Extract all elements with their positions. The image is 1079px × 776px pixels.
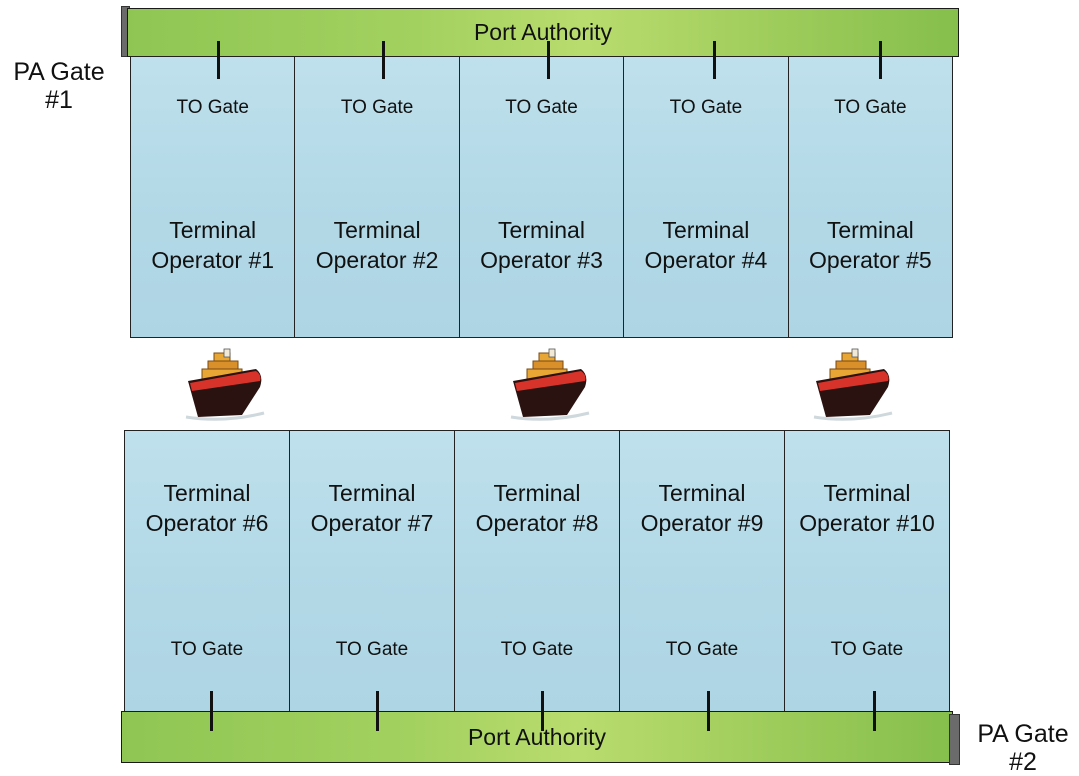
terminal-name: Terminal Operator #5 [808,217,932,273]
to-gate-marker [713,41,716,79]
terminal-operator-10: Terminal Operator #10 TO Gate [785,431,949,711]
terminal-name: Terminal Operator #7 [310,480,434,536]
port-authority-top-label: Port Authority [473,19,613,45]
terminal-name: Terminal Operator #8 [475,480,599,536]
to-gate-marker [707,691,710,731]
terminal-operator-3: TO Gate Terminal Operator #3 [459,57,625,337]
to-gate-label: TO Gate [834,97,907,118]
pa-gate-2-marker [949,714,960,765]
to-gate-marker [217,41,220,79]
to-gate-label: TO Gate [340,97,414,118]
pa-gate-1-label: PA Gate #1 [13,58,105,114]
to-gate-label: TO Gate [505,97,578,118]
terminal-operator-5: TO Gate Terminal Operator #5 [788,57,953,337]
terminal-name: Terminal Operator #4 [644,217,768,273]
to-gate-label: TO Gate [665,639,739,660]
to-gate-marker [376,691,379,731]
to-gate-marker [879,41,882,79]
port-authority-bottom-bar: Port Authority [121,711,953,763]
port-authority-bottom-label: Port Authority [467,723,607,750]
terminal-name: Terminal Operator #2 [315,217,439,273]
port-authority-top-bar: Port Authority [127,8,959,57]
to-gate-label: TO Gate [335,639,409,660]
terminal-row-bottom: Terminal Operator #6 TO Gate Terminal Op… [124,430,950,712]
to-gate-label: TO Gate [830,639,904,660]
terminal-row-top: TO Gate Terminal Operator #1 TO Gate Ter… [130,56,953,338]
cargo-ship-icon [813,348,893,421]
terminal-name: Terminal Operator #10 [799,480,935,536]
to-gate-marker [382,41,385,79]
to-gate-label: TO Gate [669,97,743,118]
terminal-operator-7: Terminal Operator #7 TO Gate [290,431,455,711]
terminal-operator-1: TO Gate Terminal Operator #1 [131,57,296,337]
to-gate-marker [541,691,544,731]
to-gate-marker [547,41,550,79]
terminal-name: Terminal Operator #3 [480,217,603,273]
to-gate-marker [210,691,213,731]
terminal-name: Terminal Operator #1 [151,217,275,273]
to-gate-label: TO Gate [176,97,249,118]
terminal-operator-4: TO Gate Terminal Operator #4 [624,57,789,337]
to-gate-label: TO Gate [500,639,574,660]
pa-gate-2-label: PA Gate #2 [977,720,1069,776]
terminal-operator-8: Terminal Operator #8 TO Gate [455,431,620,711]
terminal-operator-2: TO Gate Terminal Operator #2 [295,57,460,337]
terminal-name: Terminal Operator #9 [640,480,764,536]
terminal-operator-9: Terminal Operator #9 TO Gate [620,431,785,711]
to-gate-label: TO Gate [170,639,244,660]
terminal-name: Terminal Operator #6 [145,480,269,536]
terminal-operator-6: Terminal Operator #6 TO Gate [125,431,290,711]
cargo-ship-icon [185,348,265,421]
cargo-ship-icon [510,348,590,421]
to-gate-marker [873,691,876,731]
